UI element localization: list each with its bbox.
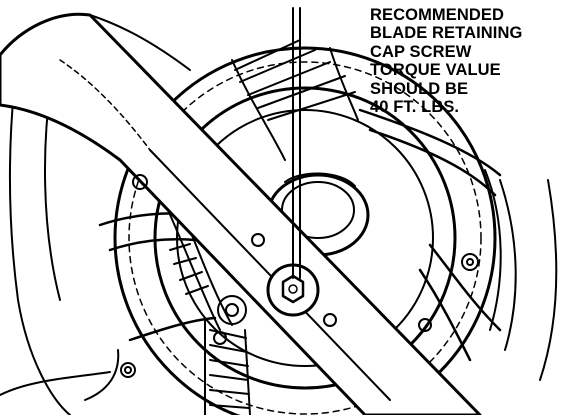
mower-blade	[0, 12, 482, 415]
callout-line-5: SHOULD BE	[370, 79, 469, 98]
cap-screw	[266, 263, 320, 317]
callout-line-6: 40 FT. LBS.	[370, 98, 460, 117]
callout-line-1: RECOMMENDED	[370, 6, 505, 24]
callout-leader-line	[292, 7, 301, 279]
housing-grill	[231, 39, 359, 161]
torque-callout: RECOMMENDED BLADE RETAINING CAP SCREW TO…	[370, 6, 570, 116]
callout-line-3: CAP SCREW	[370, 42, 472, 61]
housing-bolts	[120, 174, 479, 378]
spindle-housing	[113, 46, 497, 415]
belt-pulley	[167, 204, 251, 415]
callout-line-4: TORQUE VALUE	[370, 61, 501, 80]
deck-edge-right	[484, 169, 558, 381]
callout-line-2: BLADE RETAINING	[370, 24, 523, 43]
